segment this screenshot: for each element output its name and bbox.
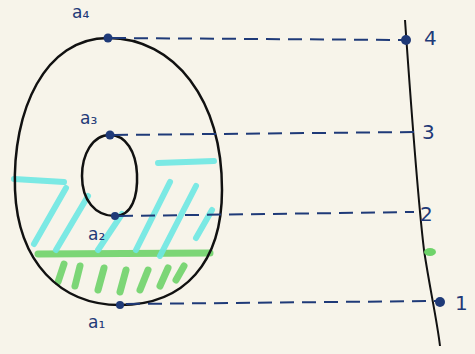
level-number: 4 [424,28,437,48]
height-axis [405,20,440,346]
green-level-mark [424,248,436,256]
outer-outline [15,38,222,305]
level-number: 1 [455,293,468,313]
point-label: a₄ [72,4,89,21]
level-number: 3 [422,122,435,142]
point-label: a₁ [88,314,105,331]
point-label: a₂ [88,226,105,243]
inner-outline [82,135,137,216]
level-number: 2 [420,204,433,224]
point-label: a₃ [80,110,97,127]
